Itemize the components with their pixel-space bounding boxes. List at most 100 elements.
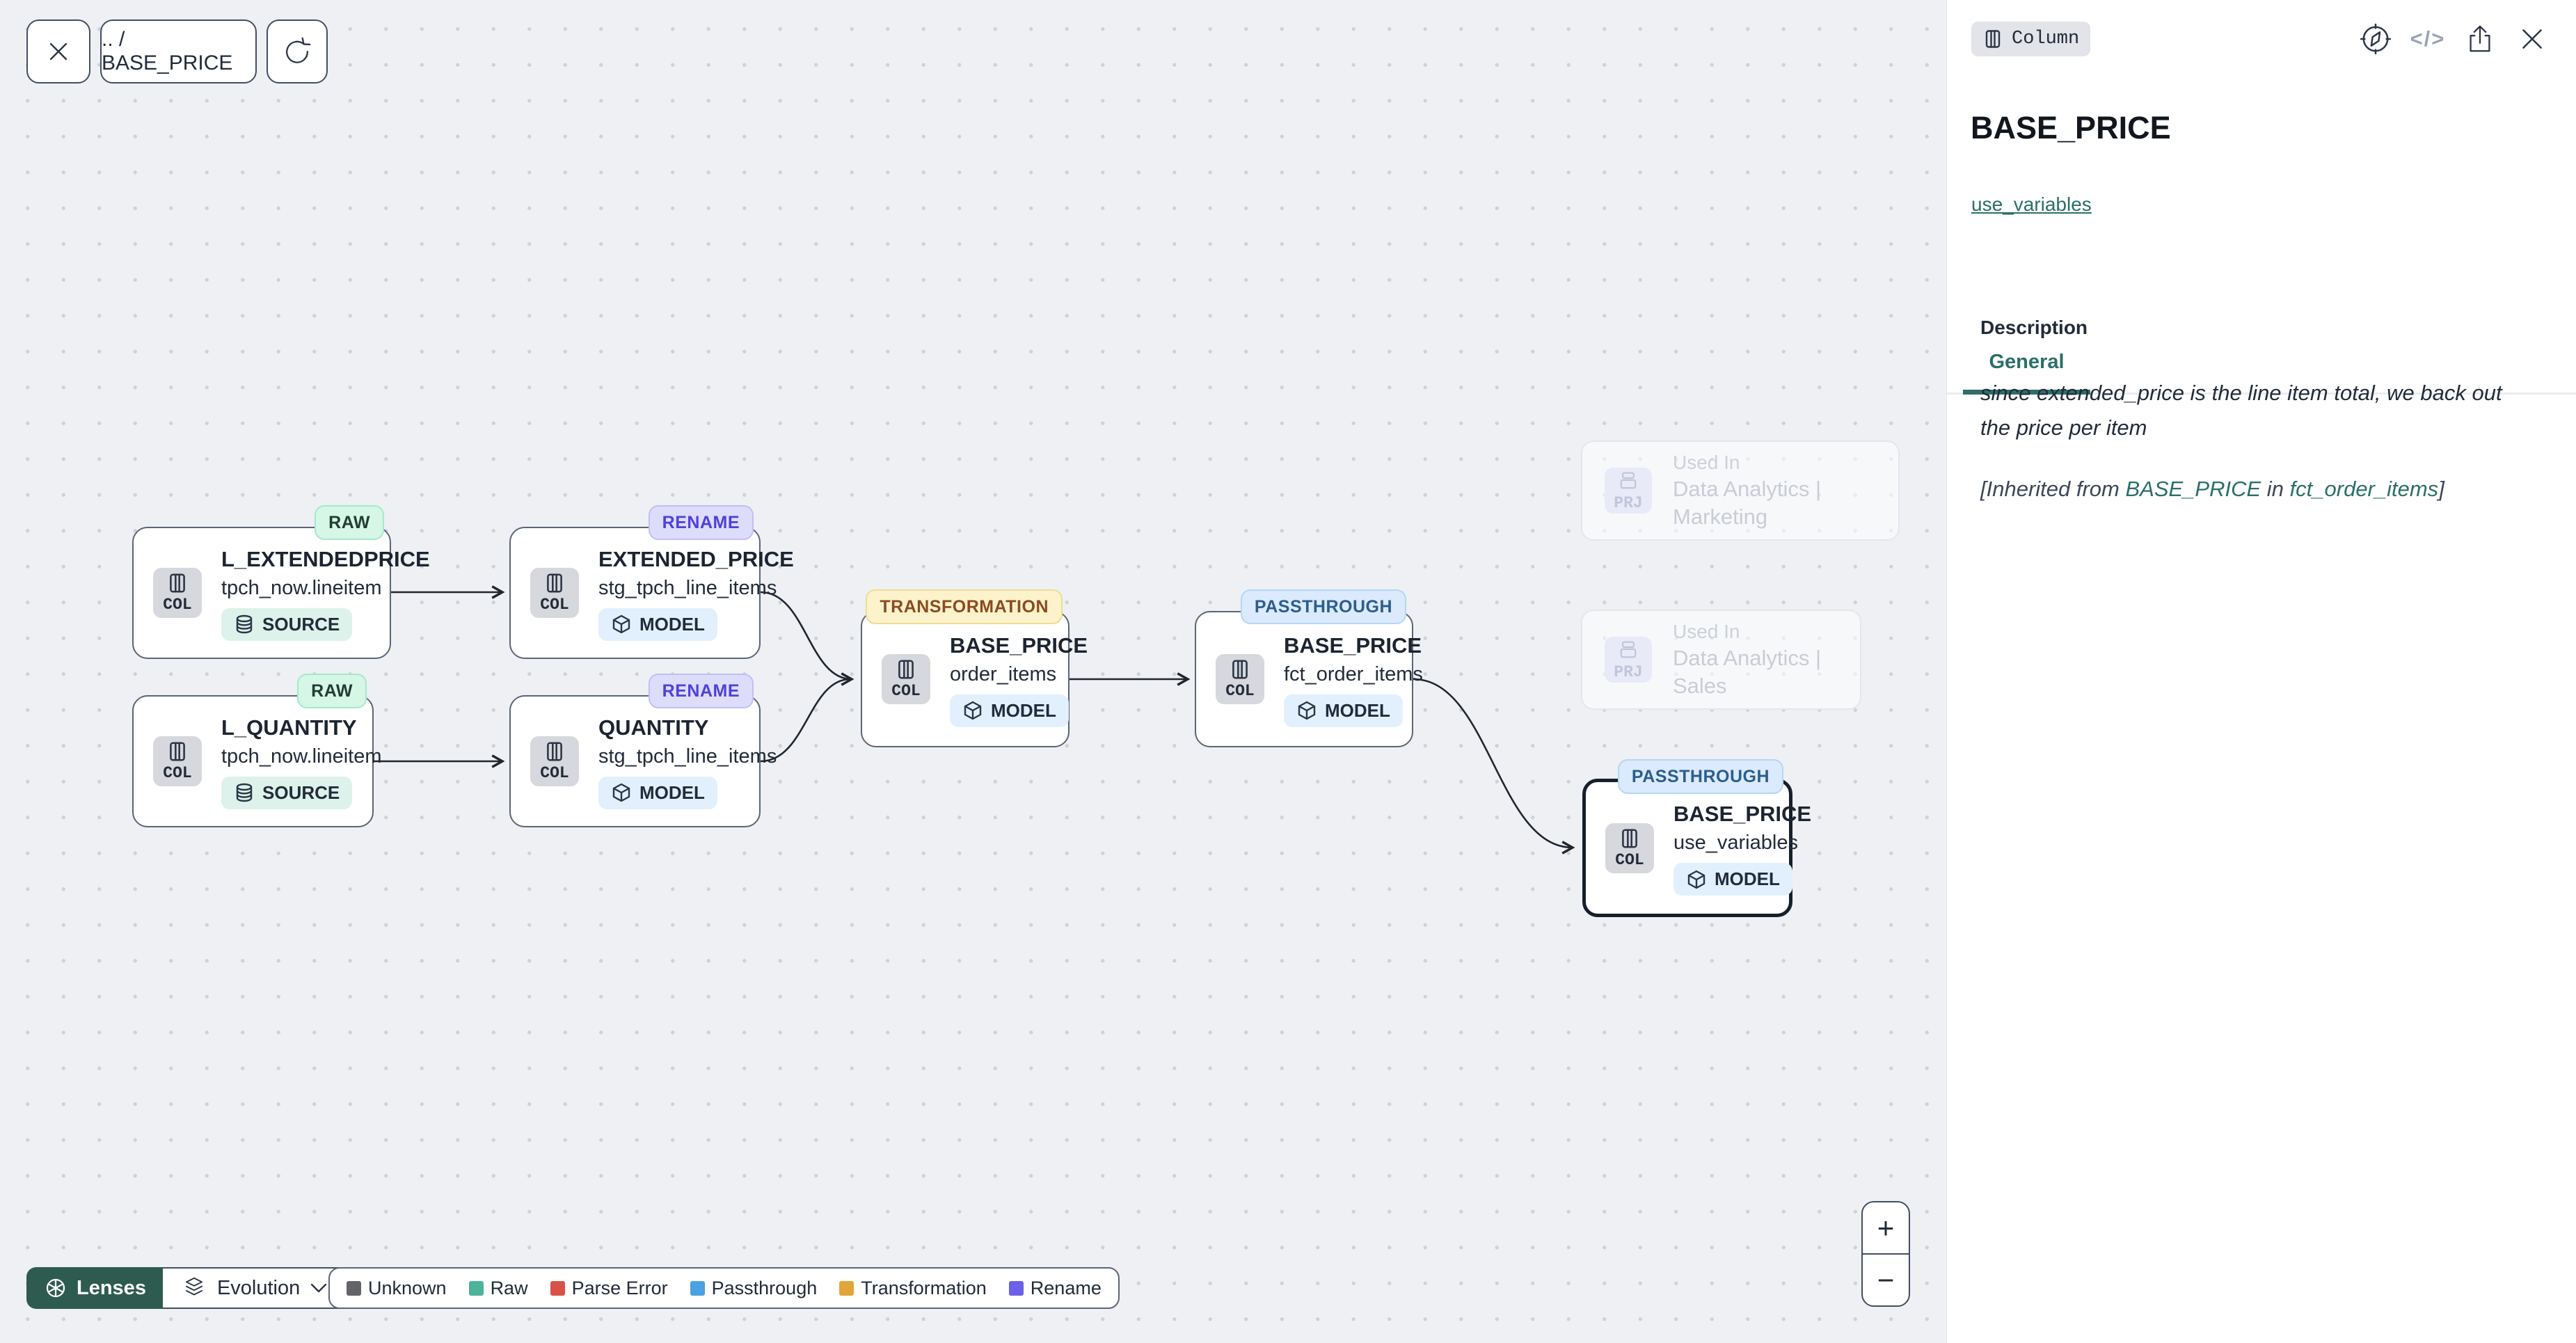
node-base-price-use-variables[interactable]: PASSTHROUGH COL BASE_PRICE use_variables… <box>1582 759 1811 917</box>
legend-swatch <box>468 1280 484 1296</box>
evolution-badge: TRANSFORMATION <box>866 589 1063 624</box>
cube-icon <box>1687 870 1706 889</box>
database-icon <box>236 614 253 634</box>
database-icon <box>236 783 253 802</box>
legend-item-rename: Rename <box>1008 1278 1102 1299</box>
entity-type-label: Column <box>2012 29 2080 49</box>
evolution-badge: RENAME <box>648 505 754 540</box>
node-title: L_EXTENDEDPRICE <box>221 546 430 571</box>
node-title: BASE_PRICE <box>1673 802 1812 826</box>
close-icon <box>49 42 67 61</box>
columns-icon <box>170 742 185 761</box>
column-type-box: COL <box>153 736 202 786</box>
evolution-badge: PASSTHROUGH <box>1617 759 1783 794</box>
lineage-canvas[interactable]: .. / BASE_PRICE RAW COL L_EXTENDEDPRICE … <box>0 0 1946 1343</box>
inherited-column-link[interactable]: BASE_PRICE <box>2125 477 2261 501</box>
zoom-out-button[interactable]: − <box>1863 1253 1909 1305</box>
node-subtitle: stg_tpch_line_items <box>598 576 777 599</box>
lenses-button[interactable]: Lenses <box>26 1267 163 1309</box>
refresh-icon <box>286 37 311 63</box>
node-title: BASE_PRICE <box>950 633 1088 658</box>
cube-icon <box>1298 701 1316 720</box>
legend-swatch <box>347 1280 361 1296</box>
project-icon <box>1620 472 1637 489</box>
lenses-label: Lenses <box>77 1276 146 1299</box>
project-icon <box>1620 641 1637 658</box>
close-panel-button[interactable] <box>2514 21 2550 57</box>
lens-mode-select[interactable]: Evolution <box>162 1267 348 1309</box>
layers-icon <box>185 1277 202 1296</box>
close-icon <box>2522 29 2542 49</box>
column-type-box: COL <box>530 568 579 618</box>
node-subtitle: order_items <box>950 662 1057 685</box>
inherited-note: [Inherited from BASE_PRICE in fct_order_… <box>1980 477 2444 501</box>
share-icon <box>2470 25 2490 52</box>
column-type-box: COL <box>153 568 202 618</box>
node-title: EXTENDED_PRICE <box>598 546 794 571</box>
code-icon: </> <box>2410 26 2446 51</box>
evolution-badge: PASSTHROUGH <box>1240 589 1406 624</box>
legend-item-transformation: Transformation <box>839 1278 987 1299</box>
model-link[interactable]: use_variables <box>1971 193 2092 215</box>
evolution-badge: RAW <box>315 505 384 540</box>
node-base-price-fct-order-items[interactable]: PASSTHROUGH COL BASE_PRICE fct_order_ite… <box>1195 589 1423 747</box>
resource-chip: MODEL <box>1673 863 1792 896</box>
project-type-box: PRJ <box>1605 637 1652 683</box>
node-subtitle: stg_tpch_line_items <box>598 745 777 768</box>
legend-swatch <box>839 1280 854 1296</box>
panel-title: BASE_PRICE <box>1971 110 2171 145</box>
zoom-in-button[interactable]: + <box>1877 1211 1895 1244</box>
ghost-label: Used In <box>1673 452 1740 473</box>
columns-icon <box>547 742 562 761</box>
column-type-box: COL <box>1605 823 1654 873</box>
ghost-node-used-in-sales[interactable]: PRJ Used In Data Analytics | Sales <box>1581 610 1861 710</box>
resource-chip: SOURCE <box>221 607 353 641</box>
column-type-box: COL <box>882 654 930 704</box>
node-l-extendedprice[interactable]: RAW COL L_EXTENDEDPRICE tpch_now.lineite… <box>132 505 430 659</box>
ghost-label: Used In <box>1673 621 1740 642</box>
resource-chip: MODEL <box>598 776 717 809</box>
columns-icon <box>1232 660 1248 679</box>
columns-icon <box>1622 828 1637 848</box>
legend-swatch <box>690 1280 705 1296</box>
resource-chip: MODEL <box>950 694 1069 727</box>
cube-icon <box>612 614 630 634</box>
cube-icon <box>964 701 982 720</box>
column-type-box: COL <box>530 736 579 786</box>
ghost-node-used-in-marketing[interactable]: PRJ Used In Data Analytics | Marketing <box>1581 440 1900 541</box>
breadcrumb[interactable]: .. / BASE_PRICE <box>100 19 257 84</box>
lens-mode-label: Evolution <box>216 1276 301 1299</box>
legend-item-parse-error: Parse Error <box>550 1278 668 1299</box>
chevron-down-icon <box>311 1283 327 1293</box>
tab-general[interactable]: General <box>1963 335 2090 395</box>
node-l-quantity[interactable]: RAW COL L_QUANTITY tpch_now.lineitem SOU… <box>132 674 382 827</box>
breadcrumb-label: .. / BASE_PRICE <box>102 28 233 74</box>
legend-swatch <box>1008 1280 1024 1296</box>
columns-icon <box>898 660 914 679</box>
column-type-box: COL <box>1216 654 1264 704</box>
description-section: Description since extended_price is the … <box>1980 317 2544 502</box>
node-title: L_QUANTITY <box>221 715 357 740</box>
inherited-model-link[interactable]: fct_order_items <box>2289 477 2439 501</box>
description-heading: Description <box>1980 317 2088 338</box>
explore-button[interactable] <box>2358 21 2394 57</box>
node-subtitle: tpch_now.lineitem <box>221 745 382 768</box>
description-text: since extended_price is the line item to… <box>1980 381 2502 440</box>
resource-chip: MODEL <box>1284 694 1403 727</box>
entity-type-badge: Column <box>1971 22 2091 56</box>
node-extended-price[interactable]: RENAME COL EXTENDED_PRICE stg_tpch_line_… <box>509 505 794 659</box>
share-button[interactable] <box>2462 21 2498 57</box>
zoom-controls: + − <box>1861 1201 1910 1307</box>
compass-icon <box>2360 23 2392 55</box>
code-view-button[interactable]: </> <box>2410 21 2446 57</box>
ghost-name: Data Analytics | Marketing <box>1673 477 1822 529</box>
node-base-price-order-items[interactable]: TRANSFORMATION COL BASE_PRICE order_item… <box>861 589 1088 747</box>
refresh-button[interactable] <box>267 19 328 84</box>
columns-icon <box>170 573 185 593</box>
legend-item-raw: Raw <box>468 1278 528 1299</box>
node-quantity[interactable]: RENAME COL QUANTITY stg_tpch_line_items … <box>509 674 777 827</box>
legend-swatch <box>550 1280 565 1296</box>
detail-panel: Column </> <box>1946 0 2576 1343</box>
close-graph-button[interactable] <box>26 19 90 84</box>
